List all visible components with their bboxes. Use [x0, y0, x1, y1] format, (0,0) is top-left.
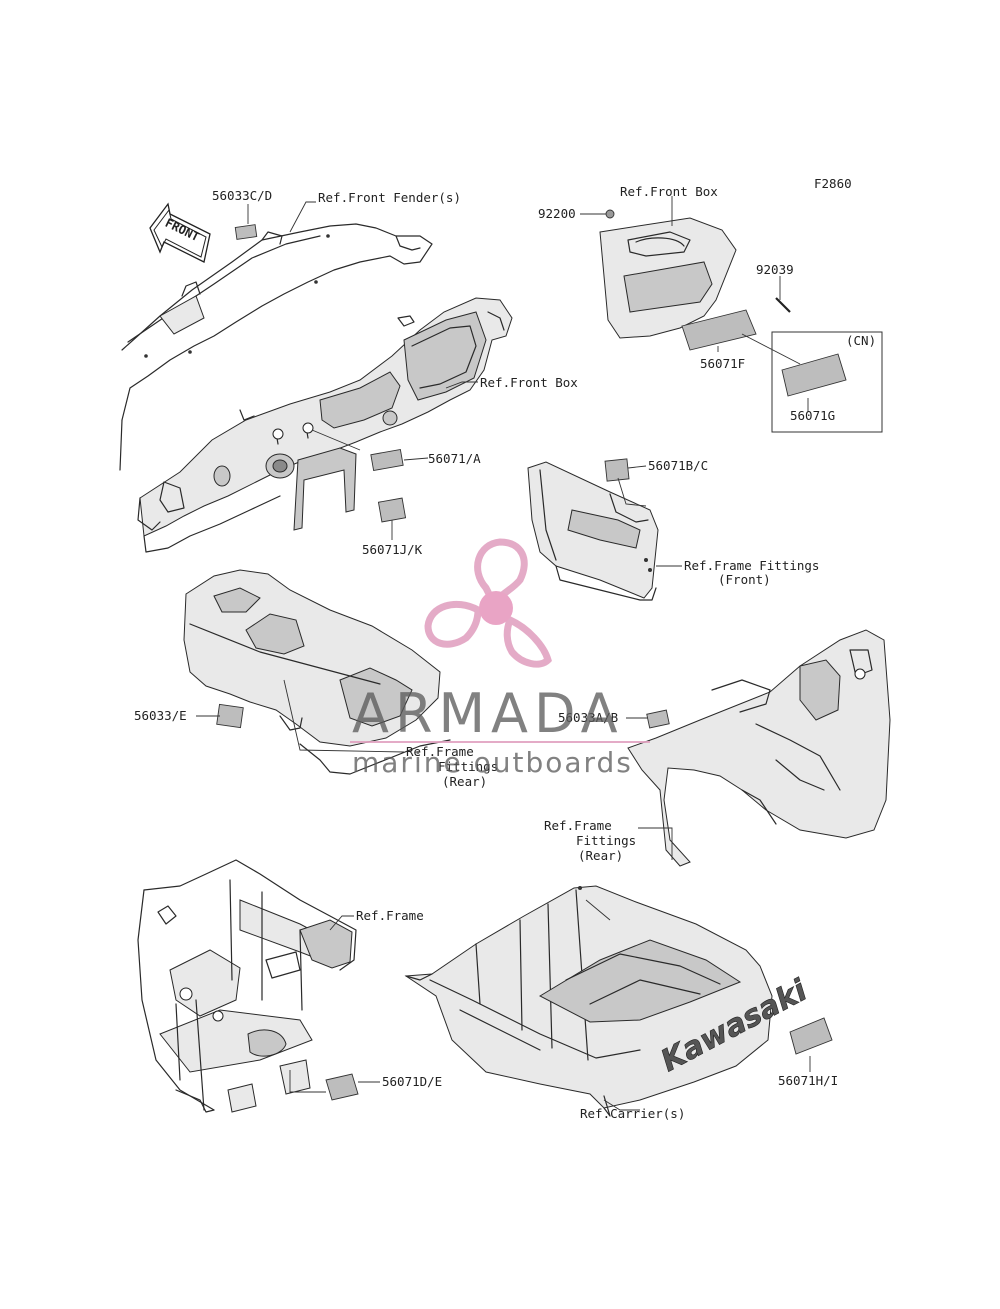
decal-56071de: [325, 1073, 359, 1101]
frame-fittings-front: [527, 461, 659, 601]
label-ref-frame: Ref.Frame: [356, 908, 424, 923]
label-56071a: 56071/A: [428, 451, 481, 466]
decal-56033ab: [646, 709, 670, 729]
label-92039: 92039: [756, 262, 794, 277]
label-ref-front-box-mid: Ref.Front Box: [480, 375, 578, 390]
leader-lines: [196, 196, 811, 1111]
decal-56071g: [781, 353, 847, 397]
dashboard-panel: [137, 297, 513, 553]
label-ref-frame-rear-b: Ref.Frame: [544, 818, 612, 833]
watermark-tagline: marine outboards: [352, 746, 633, 779]
frame-fittings-rear-right: [627, 629, 891, 867]
label-ref-carrier: Ref.Carrier(s): [580, 1106, 685, 1121]
armada-watermark: ARMADA marine outboards: [350, 538, 650, 779]
front-fender-assembly: [119, 223, 433, 471]
front-box: [599, 217, 737, 339]
decal-56071jk: [377, 497, 407, 523]
grommet-92200: [605, 209, 615, 219]
label-ref-frame-fittings-front: Ref.Frame Fittings: [684, 558, 819, 573]
propeller-logo-icon: [424, 538, 552, 668]
rear-console-cover: [183, 569, 451, 775]
decal-56071bc: [604, 458, 630, 482]
decal-56071f: [681, 309, 757, 351]
label-ref-frame-rear-a-3: (Rear): [442, 774, 487, 789]
label-56033e: 56033/E: [134, 708, 187, 723]
label-56071jk: 56071J/K: [362, 542, 423, 557]
label-ref-frame-rear-b-3: (Rear): [578, 848, 623, 863]
figure-code: F2860: [814, 176, 852, 191]
label-ref-front-fender: Ref.Front Fender(s): [318, 190, 461, 205]
label-56071hi: 56071H/I: [778, 1073, 838, 1088]
label-56071f: 56071F: [700, 356, 745, 371]
watermark-brand: ARMADA: [352, 682, 624, 745]
decal-56071a: [370, 448, 404, 472]
label-92200: 92200: [538, 206, 576, 221]
label-ref-frame-fittings-front-sub: (Front): [718, 572, 771, 587]
vehicle-frame: [137, 859, 357, 1113]
label-56071de: 56071D/E: [382, 1074, 442, 1089]
label-56071bc: 56071B/C: [648, 458, 708, 473]
front-direction-arrow: FRONT: [149, 202, 211, 263]
label-ref-front-box-top: Ref.Front Box: [620, 184, 718, 199]
label-56033cd: 56033C/D: [212, 188, 272, 203]
cn-variant-box: [771, 331, 883, 433]
callout-labels: 56033C/D Ref.Front Fender(s) 92200 Ref.F…: [134, 184, 876, 1121]
screw-92039: [775, 297, 791, 313]
cargo-carrier: Kawasaki: [404, 885, 814, 1117]
label-ref-frame-rear-a: Ref.Frame: [406, 744, 474, 759]
decal-56071hi: [789, 1017, 833, 1055]
label-56071g: 56071G: [790, 408, 835, 423]
label-cn: (CN): [846, 333, 876, 348]
decal-56033e: [216, 703, 244, 729]
label-ref-frame-rear-b-2: Fittings: [576, 833, 636, 848]
label-ref-frame-rear-a-2: Fittings: [438, 759, 498, 774]
decal-56033cd: [234, 224, 258, 240]
label-56033ab: 56033A/B: [558, 710, 618, 725]
